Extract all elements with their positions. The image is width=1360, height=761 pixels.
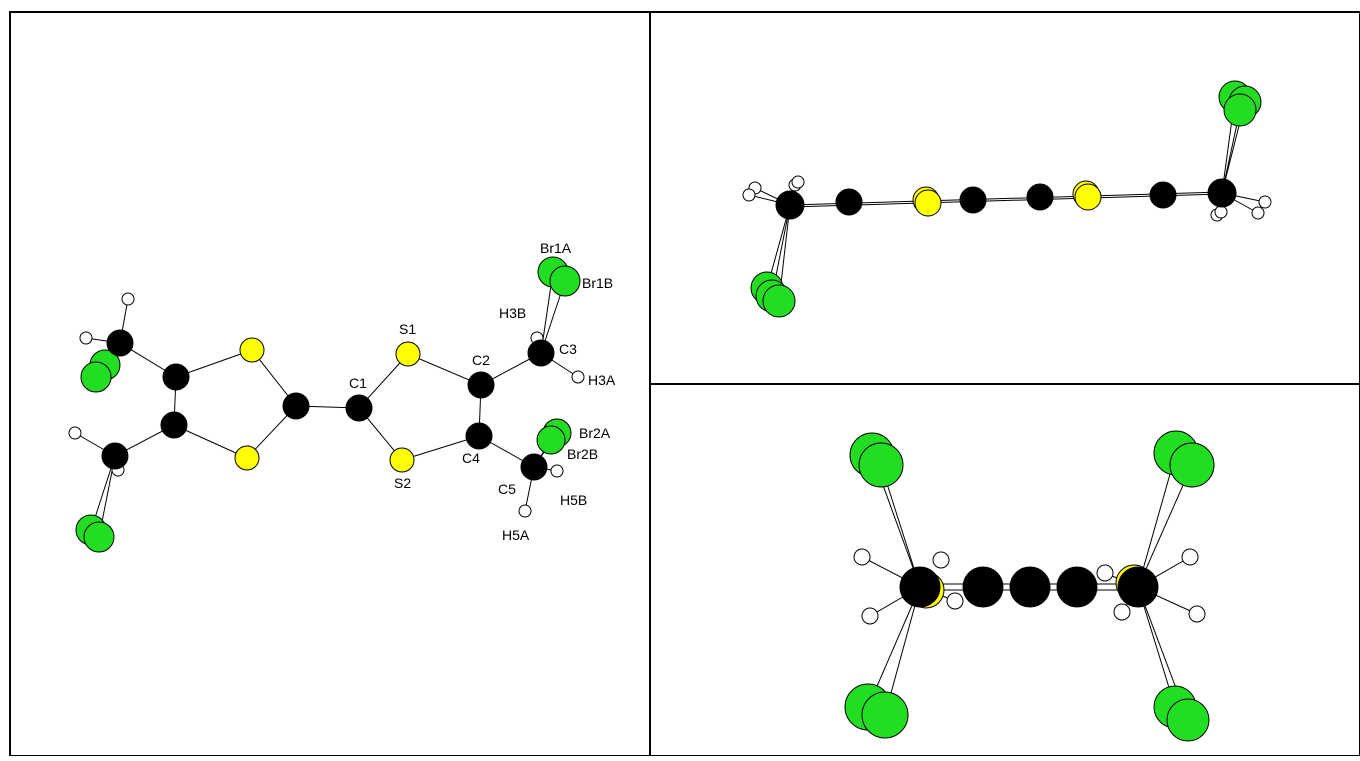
atom-s (1074, 183, 1102, 211)
side-atoms (742, 80, 1272, 318)
label-br2a: Br2A (579, 425, 611, 441)
label-br1b: Br1B (582, 275, 613, 291)
panel-frames (9, 11, 1360, 757)
label-s1: S1 (399, 321, 416, 337)
atom-c (162, 363, 190, 391)
atom-br (1169, 442, 1215, 488)
atom-c5 (520, 453, 548, 481)
label-h3a: H3A (588, 372, 616, 388)
atom-c (1117, 566, 1159, 608)
atom-h5a (518, 504, 532, 518)
label-c2: C2 (472, 352, 490, 368)
atom-h5b (550, 464, 564, 478)
atom-c4 (465, 422, 493, 450)
atom-c3 (527, 339, 555, 367)
label-c5: C5 (498, 481, 516, 497)
atom-h (1188, 605, 1206, 623)
label-c4: C4 (462, 450, 480, 466)
atom-c (959, 186, 987, 214)
atom-h (932, 551, 950, 569)
end-view (844, 430, 1215, 742)
atom-c (775, 190, 805, 220)
atom-labels: Br1A Br1B H3B C3 H3A S1 C1 C2 C4 S2 Br2A… (349, 240, 616, 543)
atom-br (1166, 698, 1210, 742)
atom-h (121, 292, 135, 306)
label-h5b: H5B (560, 492, 587, 508)
atom-h (1258, 195, 1272, 209)
atom-c2 (467, 371, 495, 399)
atom-c (160, 411, 188, 439)
atom-h (68, 426, 82, 440)
atom-h (1113, 603, 1131, 621)
label-h5a: H5A (502, 527, 530, 543)
atom-br (861, 691, 909, 739)
atom-s2 (389, 447, 415, 473)
atom-c (1207, 178, 1237, 208)
atom-c (1149, 181, 1177, 209)
atom-h (791, 175, 805, 189)
atom-br (1223, 93, 1257, 127)
label-c3: C3 (559, 341, 577, 357)
atom-c (899, 566, 941, 608)
label-s2: S2 (394, 475, 411, 491)
atom-c1 (345, 394, 373, 422)
label-h3b: H3B (499, 305, 526, 321)
atom-c (101, 442, 129, 470)
main-view: Br1A Br1B H3B C3 H3A S1 C1 C2 C4 S2 Br2A… (68, 240, 616, 553)
atom-h (742, 188, 756, 202)
atom-h3a (571, 370, 585, 384)
atom-h (1181, 548, 1199, 566)
atom-c (106, 329, 134, 357)
label-c1: C1 (349, 375, 367, 391)
atom-s (914, 189, 942, 217)
atom-c (1056, 566, 1098, 608)
atom-c (962, 566, 1004, 608)
atom-h (853, 548, 871, 566)
label-br1a: Br1A (540, 240, 572, 256)
atom-c (1009, 566, 1051, 608)
main-atoms (68, 256, 585, 553)
atom-s (239, 337, 265, 363)
atom-h (1096, 564, 1114, 582)
atom-c (835, 188, 863, 216)
side-bonds (748, 96, 1266, 302)
atom-br1b (549, 265, 581, 297)
atom-br (858, 442, 904, 488)
atom-h (79, 331, 93, 345)
atom-h (1214, 205, 1228, 219)
atom-s1 (395, 341, 421, 367)
atom-h (1251, 206, 1265, 220)
atom-br (83, 521, 115, 553)
atom-br (762, 284, 796, 318)
side-view (742, 80, 1272, 318)
atom-br (80, 361, 112, 393)
end-atoms (844, 430, 1215, 742)
atom-c (282, 392, 310, 420)
atom-br2b (536, 425, 566, 455)
label-br2b: Br2B (567, 446, 598, 462)
atom-s (234, 445, 260, 471)
atom-h (861, 607, 879, 625)
atom-h (946, 592, 964, 610)
atom-c (1026, 183, 1054, 211)
